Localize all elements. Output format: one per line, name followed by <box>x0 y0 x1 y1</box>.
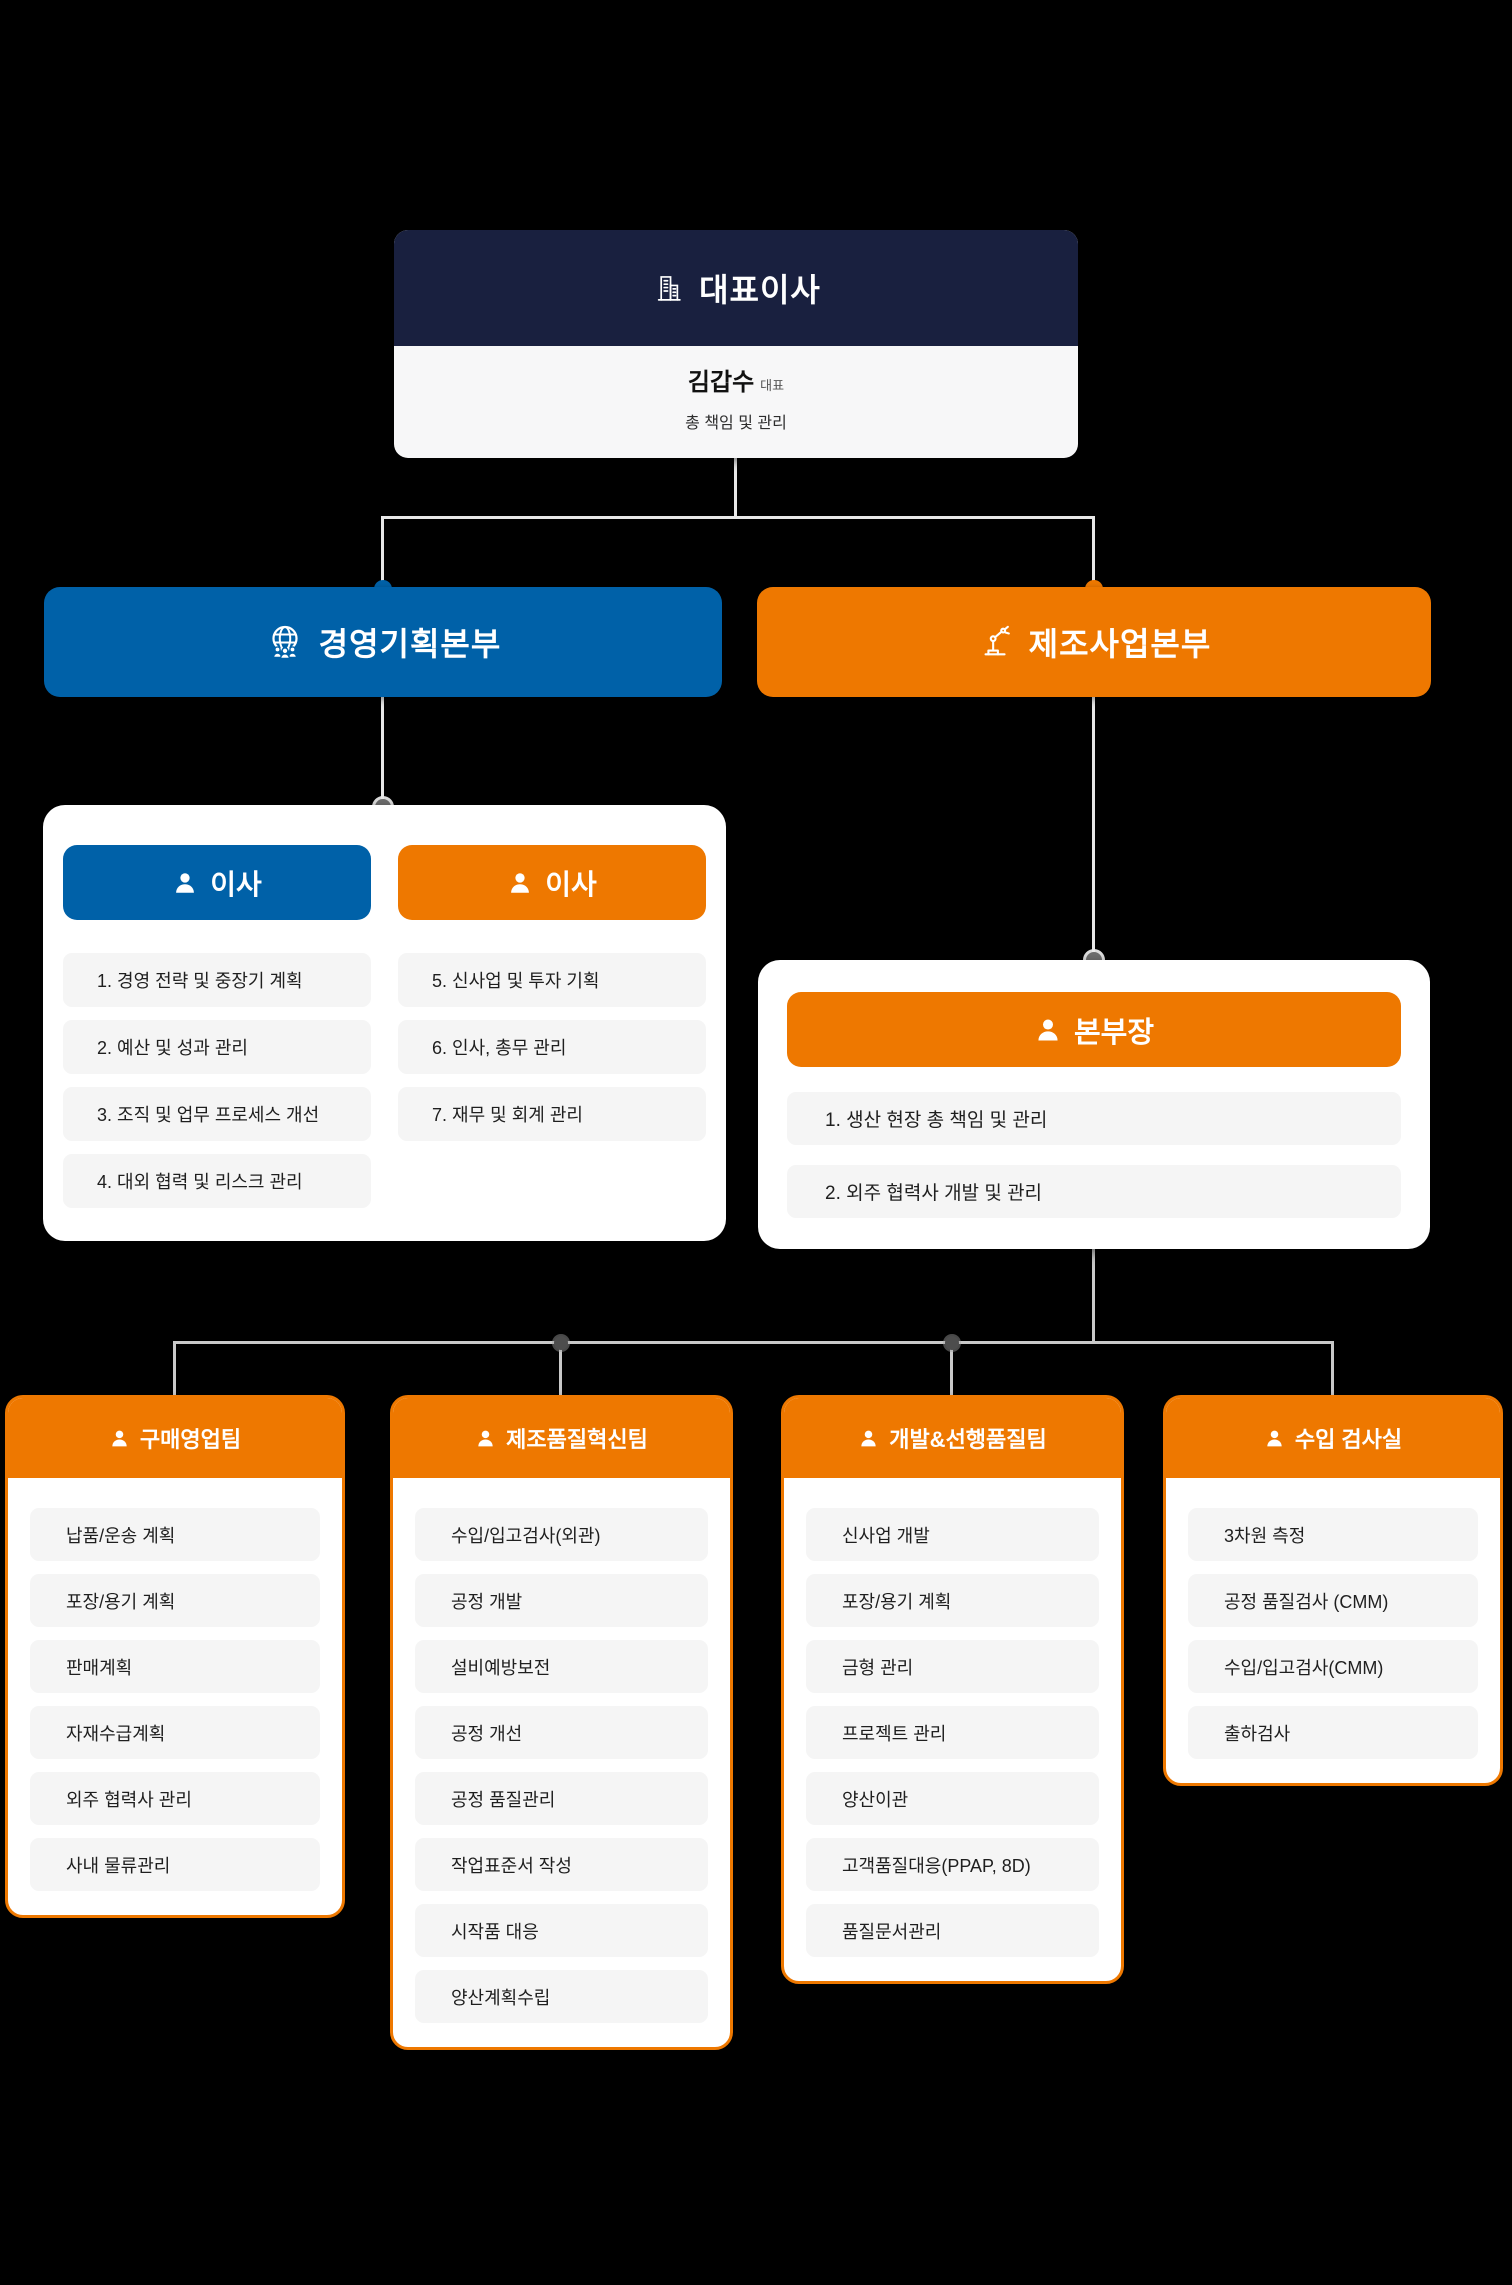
junction-dot <box>554 1336 568 1350</box>
task-item: 공정 개선 <box>415 1706 708 1759</box>
task-item: 작업표준서 작성 <box>415 1838 708 1891</box>
task-item: 수입/입고검사(외관) <box>415 1508 708 1561</box>
task-item: 시작품 대응 <box>415 1904 708 1957</box>
junction-dot <box>945 1336 959 1350</box>
connector-line <box>383 516 1094 519</box>
globe-team-icon <box>272 625 298 660</box>
director-duties-column: 1. 경영 전략 및 중장기 계획 2. 예산 및 성과 관리 3. 조직 및 … <box>63 953 371 1221</box>
task-item: 양산이관 <box>806 1772 1099 1825</box>
branch-label: 경영기획본부 <box>318 626 502 662</box>
person-icon <box>1267 1430 1282 1446</box>
team-name: 수입 검사실 <box>1294 1427 1403 1452</box>
team-card-header: 구매영업팀 <box>8 1398 342 1478</box>
connector-line <box>381 697 384 809</box>
directors-node[interactable]: 이사 이사 1. 경영 전략 및 중장기 계획 2. 예산 및 성과 관리 3.… <box>43 805 726 1241</box>
duty-item: 1. 생산 현장 총 책임 및 관리 <box>787 1092 1401 1145</box>
role-label: 본부장 <box>1073 1016 1155 1049</box>
team-card-header: 수입 검사실 <box>1166 1398 1500 1478</box>
connector-line <box>1092 516 1095 589</box>
ceo-node[interactable]: 대표이사 김갑수 대표 총 책임 및 관리 <box>394 230 1078 458</box>
task-item: 금형 관리 <box>806 1640 1099 1693</box>
task-item: 포장/용기 계획 <box>30 1574 320 1627</box>
director-duties-column: 5. 신사업 및 투자 기획 6. 인사, 총무 관리 7. 재무 및 회계 관… <box>398 953 706 1154</box>
connector-line <box>175 1341 1333 1344</box>
person-icon <box>176 872 195 893</box>
building-icon <box>657 276 681 301</box>
connector-line <box>950 1341 953 1397</box>
team-name: 개발&선행품질팀 <box>889 1427 1047 1452</box>
ceo-title: 대표이사 <box>699 272 821 308</box>
task-item: 사내 물류관리 <box>30 1838 320 1891</box>
duty-item: 1. 경영 전략 및 중장기 계획 <box>63 953 371 1007</box>
duty-item: 3. 조직 및 업무 프로세스 개선 <box>63 1087 371 1141</box>
branch-node-management-planning[interactable]: 경영기획본부 <box>44 587 722 697</box>
connector-line <box>734 458 737 519</box>
team-node-development-advance-quality[interactable]: 개발&선행품질팀 신사업 개발 포장/용기 계획 금형 관리 프로젝트 관리 양… <box>781 1395 1124 1984</box>
connector-line <box>381 516 384 589</box>
task-item: 납품/운송 계획 <box>30 1508 320 1561</box>
team-task-list: 납품/운송 계획 포장/용기 계획 판매계획 자재수급계획 외주 협력사 관리 … <box>8 1478 342 1891</box>
person-icon <box>511 872 530 893</box>
director-role-badge: 이사 <box>398 845 706 920</box>
task-item: 공정 개발 <box>415 1574 708 1627</box>
task-item: 고객품질대응(PPAP, 8D) <box>806 1838 1099 1891</box>
connector-line <box>1092 697 1095 962</box>
person-icon <box>478 1430 493 1446</box>
team-name: 제조품질혁신팀 <box>506 1427 648 1452</box>
person-icon <box>1038 1019 1058 1040</box>
branch-node-manufacturing[interactable]: 제조사업본부 <box>757 587 1431 697</box>
manager-node[interactable]: 본부장 1. 생산 현장 총 책임 및 관리 2. 외주 협력사 개발 및 관리 <box>758 960 1430 1249</box>
team-node-purchasing-sales[interactable]: 구매영업팀 납품/운송 계획 포장/용기 계획 판매계획 자재수급계획 외주 협… <box>5 1395 345 1918</box>
task-item: 출하검사 <box>1188 1706 1478 1759</box>
duty-item: 7. 재무 및 회계 관리 <box>398 1087 706 1141</box>
ceo-name: 김갑수 <box>687 369 755 396</box>
team-task-list: 수입/입고검사(외관) 공정 개발 설비예방보전 공정 개선 공정 품질관리 작… <box>393 1478 730 2023</box>
task-item: 판매계획 <box>30 1640 320 1693</box>
task-item: 프로젝트 관리 <box>806 1706 1099 1759</box>
team-card-header: 개발&선행품질팀 <box>784 1398 1121 1478</box>
connector-line <box>1092 1249 1095 1344</box>
ceo-name-suffix: 대표 <box>760 378 785 393</box>
task-item: 외주 협력사 관리 <box>30 1772 320 1825</box>
role-label: 이사 <box>210 868 262 900</box>
manager-role-badge: 본부장 <box>787 992 1401 1067</box>
team-name: 구매영업팀 <box>139 1427 242 1452</box>
connector-line <box>1331 1341 1334 1397</box>
task-item: 수입/입고검사(CMM) <box>1188 1640 1478 1693</box>
duty-item: 2. 예산 및 성과 관리 <box>63 1020 371 1074</box>
ceo-description: 총 책임 및 관리 <box>685 415 787 432</box>
duty-item: 6. 인사, 총무 관리 <box>398 1020 706 1074</box>
task-item: 설비예방보전 <box>415 1640 708 1693</box>
role-label: 이사 <box>545 868 597 900</box>
task-item: 3차원 측정 <box>1188 1508 1478 1561</box>
team-task-list: 신사업 개발 포장/용기 계획 금형 관리 프로젝트 관리 양산이관 고객품질대… <box>784 1478 1121 1957</box>
team-node-incoming-inspection[interactable]: 수입 검사실 3차원 측정 공정 품질검사 (CMM) 수입/입고검사(CMM)… <box>1163 1395 1503 1786</box>
branch-label: 제조사업본부 <box>1028 626 1212 662</box>
duty-item: 2. 외주 협력사 개발 및 관리 <box>787 1165 1401 1218</box>
team-node-manufacturing-quality-innovation[interactable]: 제조품질혁신팀 수입/입고검사(외관) 공정 개발 설비예방보전 공정 개선 공… <box>390 1395 733 2050</box>
task-item: 포장/용기 계획 <box>806 1574 1099 1627</box>
director-role-badge: 이사 <box>63 845 371 920</box>
ceo-node-header: 대표이사 <box>394 230 1078 346</box>
person-icon <box>112 1430 127 1446</box>
team-task-list: 3차원 측정 공정 품질검사 (CMM) 수입/입고검사(CMM) 출하검사 <box>1166 1478 1500 1759</box>
robot-arm-icon <box>984 625 1010 656</box>
task-item: 양산계획수립 <box>415 1970 708 2023</box>
manager-duties: 1. 생산 현장 총 책임 및 관리 2. 외주 협력사 개발 및 관리 <box>787 1092 1401 1238</box>
duty-item: 5. 신사업 및 투자 기획 <box>398 953 706 1007</box>
task-item: 신사업 개발 <box>806 1508 1099 1561</box>
connector-line <box>559 1341 562 1397</box>
team-card-header: 제조품질혁신팀 <box>393 1398 730 1478</box>
person-icon <box>861 1430 876 1446</box>
task-item: 품질문서관리 <box>806 1904 1099 1957</box>
task-item: 자재수급계획 <box>30 1706 320 1759</box>
duty-item: 4. 대외 협력 및 리스크 관리 <box>63 1154 371 1208</box>
task-item: 공정 품질관리 <box>415 1772 708 1825</box>
connector-line <box>173 1341 176 1397</box>
ceo-node-body: 김갑수 대표 총 책임 및 관리 <box>394 346 1078 433</box>
task-item: 공정 품질검사 (CMM) <box>1188 1574 1478 1627</box>
